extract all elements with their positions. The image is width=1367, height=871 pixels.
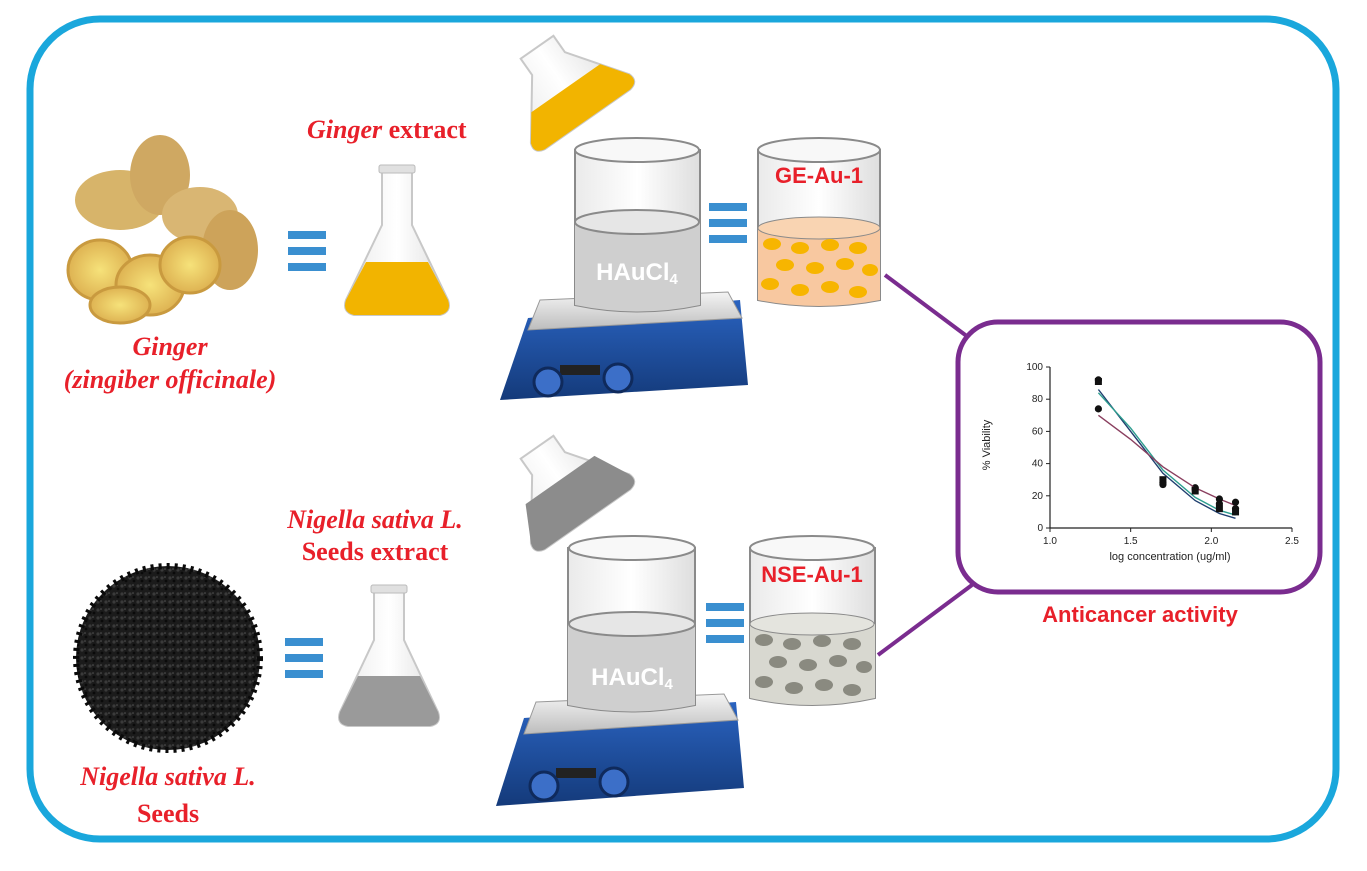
series-line — [1097, 389, 1236, 519]
y-tick-label: 100 — [1026, 362, 1043, 373]
diagram-frame — [26, 15, 1340, 843]
reagent-top-label: HAuCl4 — [596, 259, 678, 288]
y-tick-label: 60 — [1032, 426, 1044, 437]
data-point — [1231, 498, 1240, 506]
x-tick-label: 2.0 — [1204, 536, 1218, 547]
data-point — [1094, 377, 1102, 385]
equals-icon — [285, 638, 323, 678]
result-label: Anticancer activity — [1042, 602, 1238, 627]
product-bottom-label: NSE-Au-1 — [761, 562, 862, 587]
connector-top — [883, 273, 974, 342]
y-tick-label: 80 — [1032, 394, 1044, 405]
ginger-name-label: Ginger — [132, 332, 208, 361]
flask-icon — [344, 164, 450, 316]
equals-icon — [706, 603, 744, 643]
beaker-icon — [567, 535, 696, 713]
pouring-flask-icon — [519, 434, 636, 552]
data-point — [1191, 485, 1199, 493]
data-point — [1232, 508, 1240, 516]
reagent-bottom-label: HAuCl4 — [591, 664, 673, 693]
equals-icon — [709, 203, 747, 243]
beaker-icon — [574, 137, 701, 313]
nigella-extract-label-2: Seeds extract — [302, 537, 449, 566]
data-point — [1094, 405, 1102, 413]
data-point — [1159, 480, 1167, 489]
connector-bottom — [876, 583, 974, 657]
y-tick-label: 20 — [1032, 491, 1044, 502]
y-tick-label: 0 — [1037, 523, 1043, 534]
beaker-icon — [749, 535, 876, 706]
nigella-name-label: Nigella sativa L. — [79, 762, 255, 791]
beaker-icon — [757, 137, 881, 307]
product-top-label: GE-Au-1 — [775, 163, 863, 188]
seeds-pile-icon — [73, 563, 263, 753]
equals-icon — [288, 231, 326, 271]
data-point — [1215, 495, 1223, 503]
x-axis-label: log concentration (ug/ml) — [1109, 551, 1230, 563]
nigella-extract-label-1: Nigella sativa L. — [286, 505, 462, 534]
ginger-extract-label: Ginger extract — [307, 115, 467, 144]
y-axis-label: % Viability — [981, 419, 993, 470]
pouring-flask-icon — [519, 34, 636, 152]
x-tick-label: 2.5 — [1285, 536, 1299, 547]
y-tick-label: 40 — [1032, 459, 1044, 470]
data-point — [1159, 476, 1167, 484]
result-panel — [955, 319, 1323, 595]
ginger-root-icon — [66, 135, 258, 325]
flask-icon — [338, 584, 440, 727]
ginger-latin-label: (zingiber officinale) — [64, 365, 277, 394]
viability-chart: 1.0 1.5 2.0 2.5 0 20 40 60 80 100 log concentrati… — [981, 362, 1299, 563]
x-tick-label: 1.0 — [1043, 536, 1057, 547]
data-point — [1215, 505, 1223, 513]
x-tick-label: 1.5 — [1124, 536, 1138, 547]
nigella-seeds-label: Seeds — [137, 799, 199, 828]
